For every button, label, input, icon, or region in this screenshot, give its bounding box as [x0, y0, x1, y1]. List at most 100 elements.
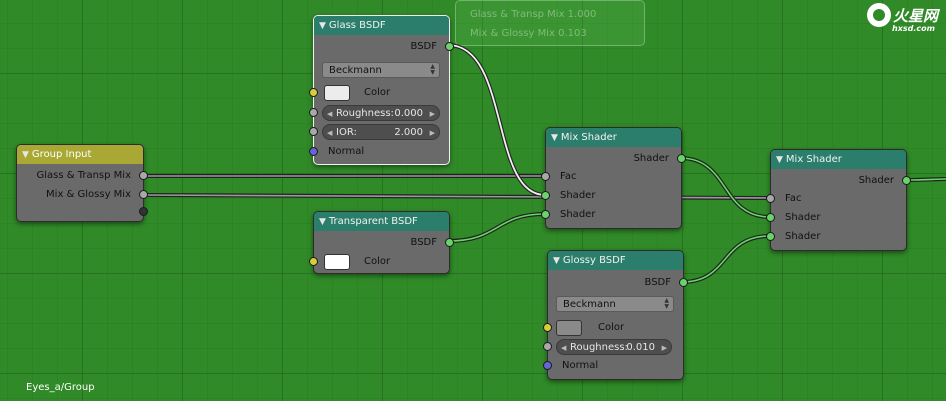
ghost-row: Glass & Transp Mix 1.000	[470, 9, 597, 20]
output-bsdf: BSDF	[314, 38, 454, 56]
input-fac: Fac	[541, 168, 681, 186]
field-label: Roughness:	[336, 108, 394, 119]
input-shader-2: Shader	[766, 228, 906, 246]
updown-arrows-icon: ▲▼	[664, 297, 669, 310]
updown-arrows-icon: ▲▼	[430, 63, 435, 76]
glass-bsdf-node[interactable]: ▼Glass BSDF BSDF Beckmann ▲▼ Color ◀ Rou…	[309, 15, 454, 165]
socket-label: BSDF	[410, 237, 437, 248]
node-header[interactable]: ▼Glass BSDF	[314, 16, 449, 35]
fac-input-socket[interactable]	[541, 172, 550, 181]
group-input-node[interactable]: ▼Group Input Glass & Transp Mix Mix & Gl…	[16, 144, 148, 222]
socket-label: Shader	[633, 153, 669, 164]
empty-output-socket[interactable]	[139, 207, 148, 216]
dropdown-value: Beckmann	[329, 65, 382, 76]
input-fac: Fac	[766, 190, 906, 208]
roughness-field[interactable]: ◀ Roughness: 0.000 ▶	[322, 105, 440, 121]
collapse-triangle-icon[interactable]: ▼	[319, 217, 326, 227]
ghost-group-node: Glass & Transp Mix 1.000 Mix & Glossy Mi…	[455, 0, 645, 46]
color-input-socket[interactable]	[309, 257, 318, 266]
input-roughness: ◀ Roughness: 0.010 ▶	[543, 338, 683, 356]
site-logo: 火星网 hxsd.com	[866, 3, 938, 33]
collapse-triangle-icon[interactable]: ▼	[551, 133, 558, 143]
node-title: Glass BSDF	[328, 20, 386, 31]
glass-transp-mix-socket[interactable]	[139, 171, 148, 180]
increment-arrow-icon[interactable]: ▶	[661, 344, 667, 352]
node-header[interactable]: ▼Transparent BSDF	[314, 212, 449, 231]
fac-input-socket[interactable]	[766, 194, 775, 203]
input-roughness: ◀ Roughness: 0.000 ▶	[309, 104, 449, 122]
normal-input-socket[interactable]	[543, 361, 552, 370]
dropdown-value: Beckmann	[563, 299, 616, 310]
output-bsdf: BSDF	[548, 274, 688, 292]
roughness-field[interactable]: ◀ Roughness: 0.010 ▶	[556, 339, 672, 355]
transparent-bsdf-node[interactable]: ▼Transparent BSDF BSDF Color	[309, 211, 454, 274]
shader-input-socket[interactable]	[766, 213, 775, 222]
collapse-triangle-icon[interactable]: ▼	[319, 21, 326, 31]
roughness-input-socket[interactable]	[543, 342, 552, 351]
input-shader-1: Shader	[541, 187, 681, 205]
node-header[interactable]: ▼Mix Shader	[771, 150, 906, 169]
socket-label: BSDF	[410, 41, 437, 52]
shader-input-socket[interactable]	[541, 210, 550, 219]
increment-arrow-icon[interactable]: ▶	[429, 110, 435, 118]
mix-shader-node-1[interactable]: ▼Mix Shader Shader Fac Shader Shader	[541, 127, 686, 229]
increment-arrow-icon[interactable]: ▶	[429, 129, 435, 137]
socket-label: BSDF	[644, 277, 671, 288]
input-normal: Normal	[309, 143, 449, 161]
shader-output-socket[interactable]	[902, 176, 911, 185]
color-input-socket[interactable]	[543, 323, 552, 332]
socket-label: Shader	[560, 190, 596, 201]
ior-field[interactable]: ◀ IOR: 2.000 ▶	[322, 124, 440, 140]
mix-glossy-mix-socket[interactable]	[139, 190, 148, 199]
input-shader-2: Shader	[541, 206, 681, 224]
node-header[interactable]: ▼Glossy BSDF	[548, 251, 683, 270]
collapse-triangle-icon[interactable]: ▼	[776, 155, 783, 165]
logo-text: 火星网	[892, 6, 938, 25]
socket-label: Glass & Transp Mix	[36, 170, 131, 181]
node-tree-breadcrumb: Eyes_a/Group	[26, 382, 95, 393]
collapse-triangle-icon[interactable]: ▼	[553, 256, 560, 266]
node-header[interactable]: ▼Group Input	[17, 145, 143, 164]
collapse-triangle-icon[interactable]: ▼	[22, 150, 29, 160]
glossy-bsdf-node[interactable]: ▼Glossy BSDF BSDF Beckmann ▲▼ Color ◀ Ro…	[543, 250, 688, 380]
bsdf-output-socket[interactable]	[445, 42, 454, 51]
mix-shader-node-2[interactable]: ▼Mix Shader Shader Fac Shader Shader	[766, 149, 911, 251]
normal-input-socket[interactable]	[309, 147, 318, 156]
decrement-arrow-icon[interactable]: ◀	[561, 344, 567, 352]
bsdf-output-socket[interactable]	[445, 238, 454, 247]
output-shader: Shader	[771, 172, 911, 190]
socket-label: Shader	[785, 212, 821, 223]
output-empty	[17, 203, 148, 221]
socket-label: Fac	[560, 171, 577, 182]
node-title: Mix Shader	[785, 154, 842, 165]
link-glass-to-mix1	[446, 43, 547, 197]
node-title: Glossy BSDF	[562, 255, 626, 266]
decrement-arrow-icon[interactable]: ◀	[327, 129, 333, 137]
field-value: 2.000	[394, 127, 423, 138]
bsdf-output-socket[interactable]	[679, 278, 688, 287]
shader-input-socket[interactable]	[766, 232, 775, 241]
shader-output-socket[interactable]	[677, 154, 686, 163]
ior-input-socket[interactable]	[309, 127, 318, 136]
color-swatch[interactable]	[324, 254, 350, 270]
color-swatch[interactable]	[556, 320, 582, 336]
socket-label: Shader	[785, 231, 821, 242]
field-value: 0.000	[394, 108, 423, 119]
shader-input-socket[interactable]	[541, 191, 550, 200]
socket-label: Shader	[858, 175, 894, 186]
output-bsdf: BSDF	[314, 234, 454, 252]
roughness-input-socket[interactable]	[309, 108, 318, 117]
socket-label: Normal	[562, 360, 599, 371]
distribution-dropdown[interactable]: Beckmann ▲▼	[556, 296, 674, 312]
socket-label: Shader	[560, 209, 596, 220]
color-label: Color	[364, 256, 391, 267]
node-header[interactable]: ▼Mix Shader	[546, 128, 681, 147]
distribution-dropdown[interactable]: Beckmann ▲▼	[322, 62, 440, 78]
decrement-arrow-icon[interactable]: ◀	[327, 110, 333, 118]
logo-badge-icon	[866, 3, 891, 27]
color-swatch[interactable]	[324, 85, 350, 101]
input-color: Color	[543, 319, 683, 337]
color-input-socket[interactable]	[309, 88, 318, 97]
ghost-row: Mix & Glossy Mix 0.103	[470, 28, 587, 39]
